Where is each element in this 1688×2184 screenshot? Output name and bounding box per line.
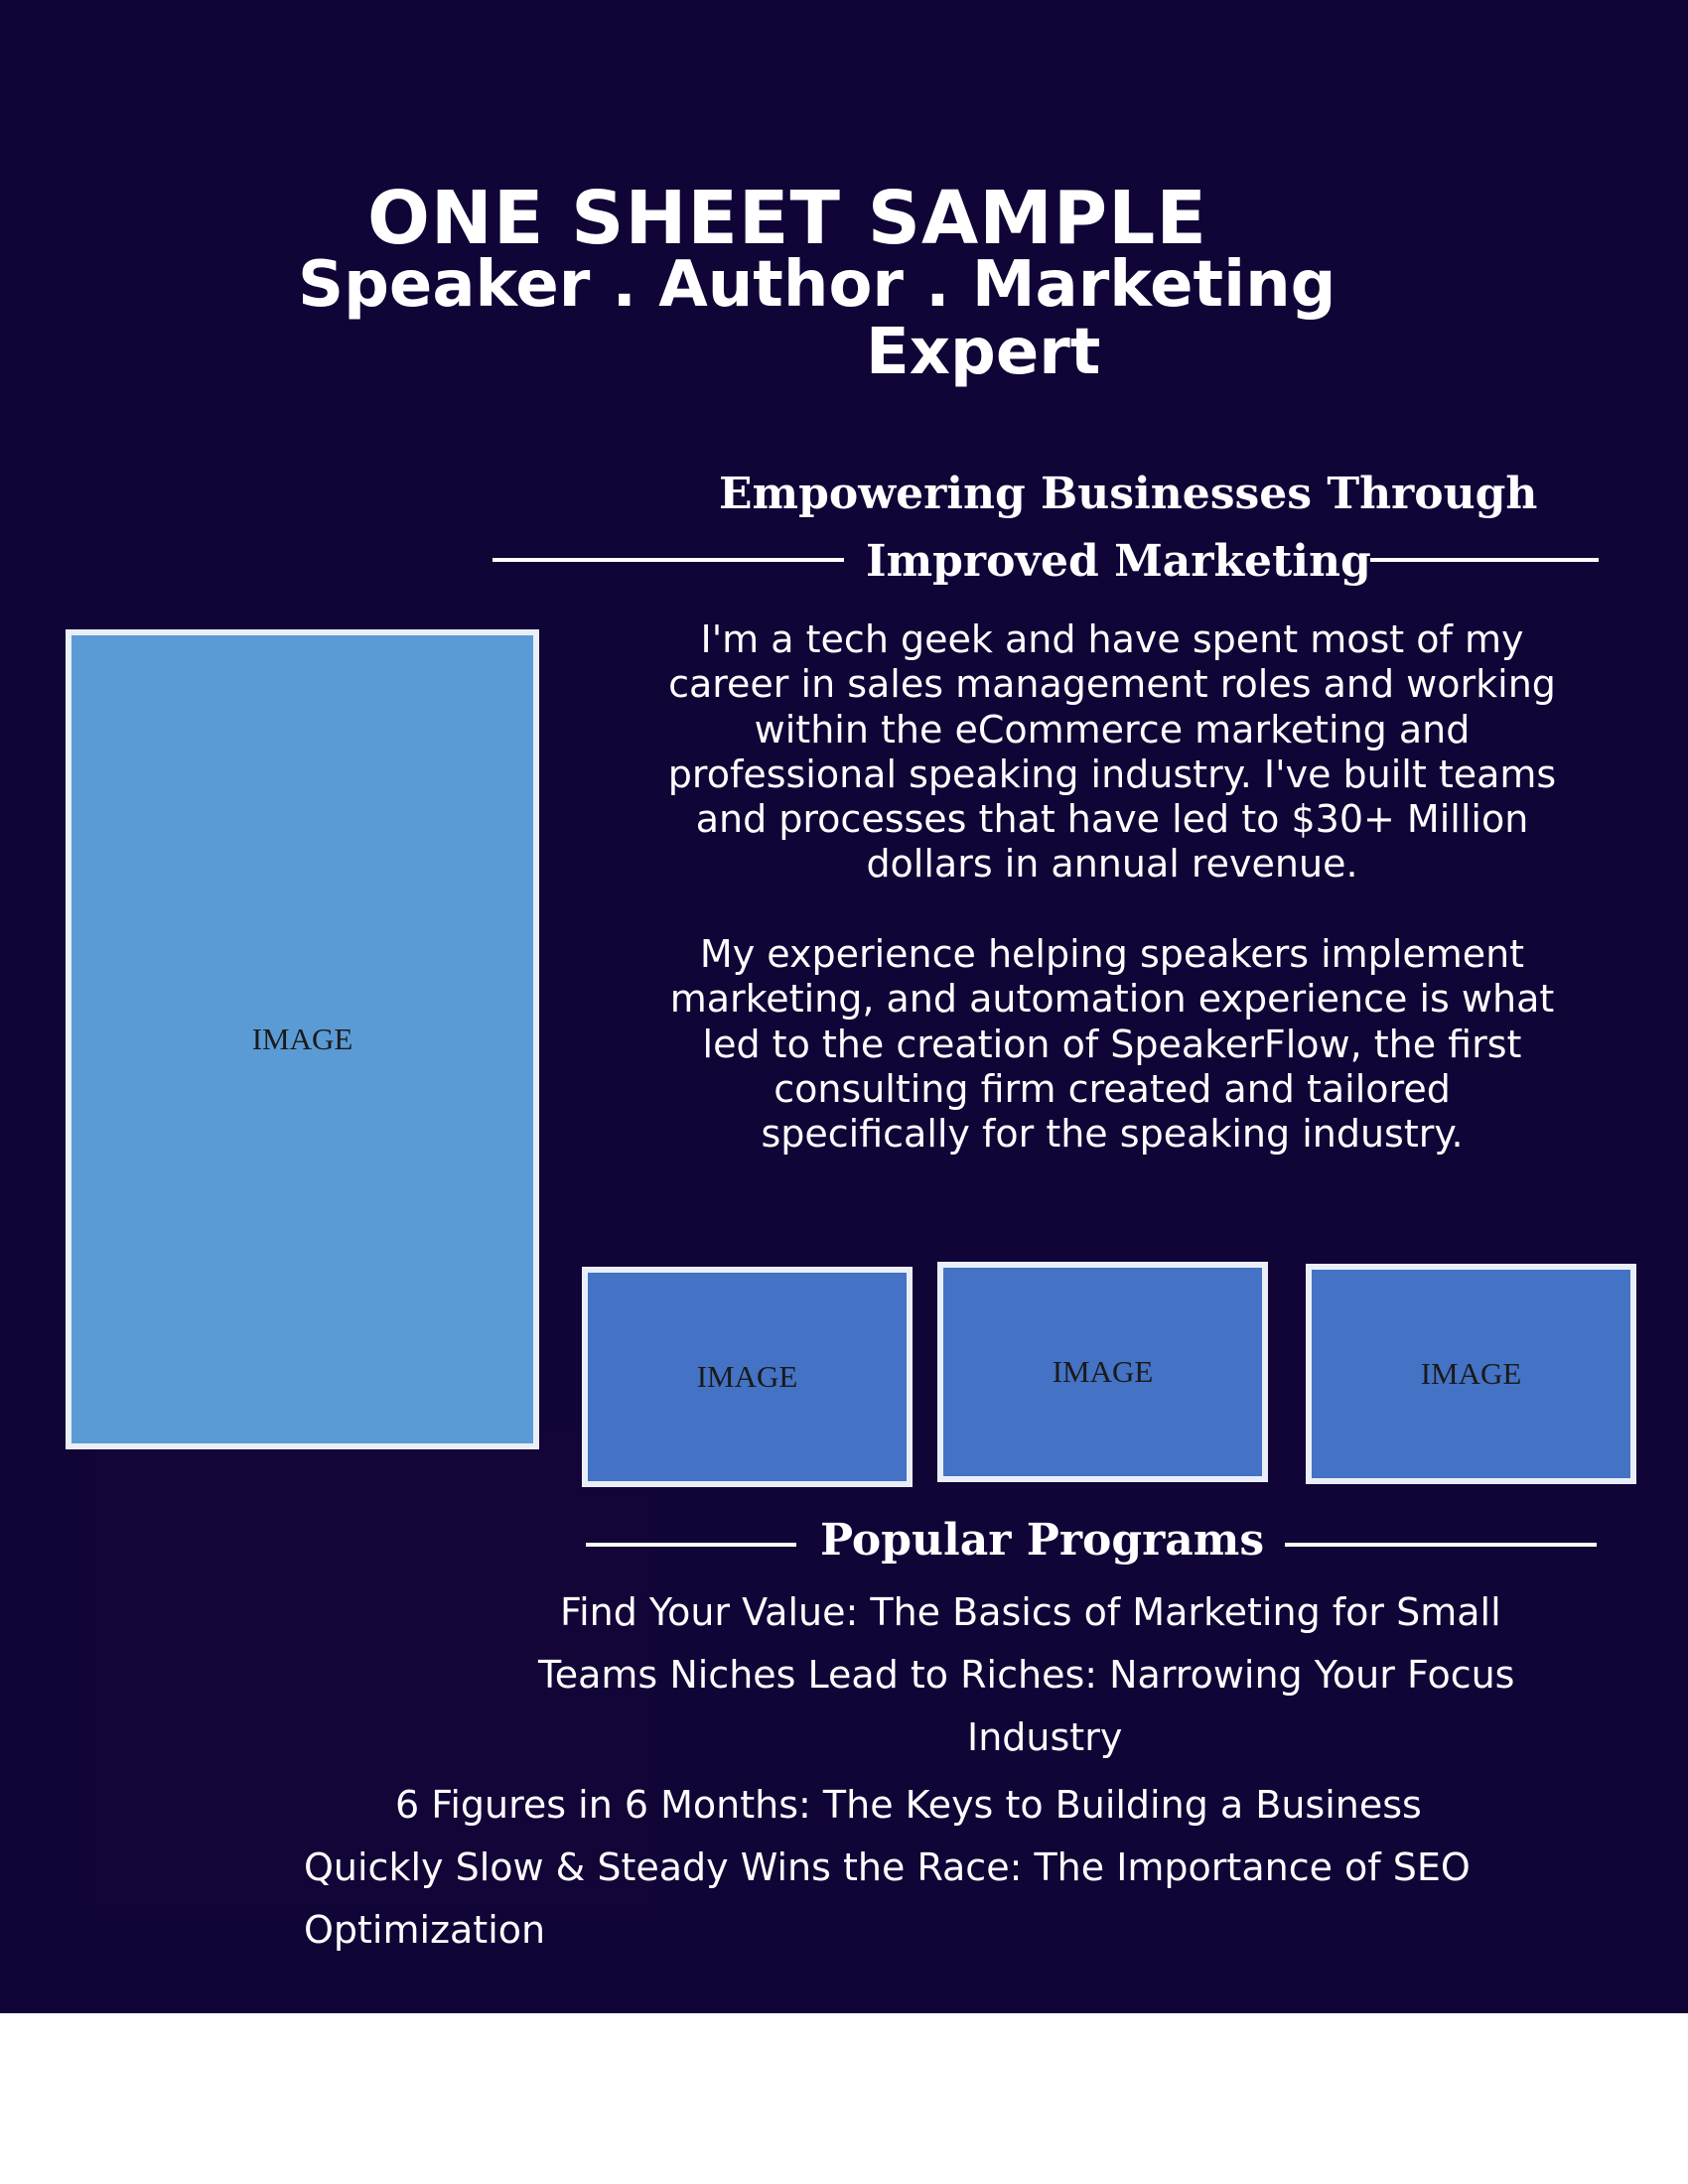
image-placeholder-label: IMAGE bbox=[696, 1359, 798, 1394]
bio-line: marketing, and automation experience is … bbox=[669, 977, 1555, 1022]
thumbnail-image-placeholder-3: IMAGE bbox=[1306, 1264, 1636, 1484]
bio-line: professional speaking industry. I've bui… bbox=[667, 751, 1557, 796]
bio-line: consulting firm created and tailored bbox=[774, 1066, 1451, 1111]
tagline-rule-right bbox=[1370, 558, 1599, 562]
program-line: Industry bbox=[967, 1715, 1123, 1759]
bio-line: led to the creation of SpeakerFlow, the … bbox=[702, 1022, 1522, 1066]
page-title: ONE SHEET SAMPLE bbox=[367, 176, 1207, 261]
bio-line: specifically for the speaking industry. bbox=[761, 1112, 1464, 1157]
bio-line: career in sales management roles and wor… bbox=[668, 662, 1556, 707]
program-line: Quickly Slow & Steady Wins the Race: The… bbox=[304, 1845, 1471, 1889]
bio-paragraph-1: I'm a tech geek and have spent most of m… bbox=[635, 617, 1589, 887]
program-line: Teams Niches Lead to Riches: Narrowing Y… bbox=[538, 1653, 1515, 1697]
bio-paragraph-2: My experience helping speakers implement… bbox=[635, 932, 1589, 1157]
bio-line: and processes that have led to $30+ Mill… bbox=[695, 797, 1529, 842]
programs-rule-right bbox=[1285, 1543, 1597, 1547]
thumbnail-image-placeholder-1: IMAGE bbox=[582, 1267, 913, 1487]
program-line: Find Your Value: The Basics of Marketing… bbox=[560, 1590, 1501, 1634]
image-placeholder-label: IMAGE bbox=[251, 1022, 353, 1056]
tagline-rule-left bbox=[492, 558, 844, 562]
program-line: Optimization bbox=[304, 1908, 546, 1952]
program-line: 6 Figures in 6 Months: The Keys to Build… bbox=[395, 1783, 1422, 1827]
page-subtitle: Speaker . Author . Marketing bbox=[298, 248, 1336, 322]
bio-line: dollars in annual revenue. bbox=[866, 842, 1358, 887]
bio-line: I'm a tech geek and have spent most of m… bbox=[700, 617, 1524, 661]
tagline-line-2: Improved Marketing bbox=[866, 536, 1371, 587]
programs-heading: Popular Programs bbox=[820, 1515, 1265, 1566]
thumbnail-image-placeholder-2: IMAGE bbox=[937, 1262, 1268, 1482]
background-shade bbox=[91, 1430, 653, 1906]
image-placeholder-label: IMAGE bbox=[1052, 1354, 1154, 1389]
programs-rule-left bbox=[586, 1543, 796, 1547]
image-placeholder-label: IMAGE bbox=[1420, 1356, 1522, 1391]
tagline-line-1: Empowering Businesses Through bbox=[719, 469, 1538, 519]
bio-line: My experience helping speakers implement bbox=[699, 932, 1525, 976]
page-subtitle-continued: Expert bbox=[866, 316, 1101, 389]
main-image-placeholder: IMAGE bbox=[66, 629, 539, 1449]
bio-line: within the eCommerce marketing and bbox=[754, 707, 1471, 751]
